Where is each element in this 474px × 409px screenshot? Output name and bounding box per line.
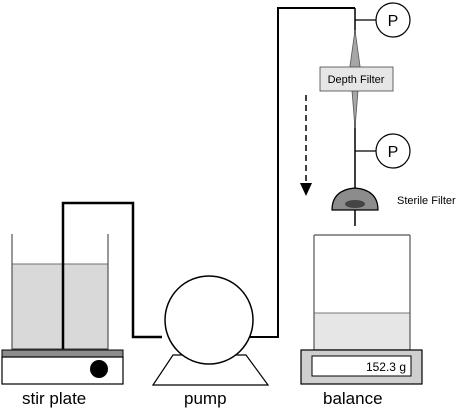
beaker [11,234,109,350]
stir-plate-knob [90,360,108,378]
sterile-filter-label: Sterile Filter [397,195,456,207]
depth-filter-label: Depth Filter [328,74,385,86]
stir-plate-top [1,349,124,358]
pump-head [164,275,254,365]
pump-base [151,354,270,386]
sterile-filter-cap [331,187,379,211]
pressure-gauge-bottom: P [375,133,411,169]
depth-filter: Depth Filter [319,66,394,92]
pump-label: pump [184,389,227,408]
balance-reading: 152.3 g [366,360,406,374]
flow-arrow-head [300,183,312,196]
depth-filter-box [319,66,394,92]
pressure-gauge-top: P [375,2,411,38]
gauge-bottom-icon [375,133,411,169]
balance-label: balance [323,389,383,408]
pump [151,275,270,386]
sterile-filter [331,187,379,226]
gauge-bottom-label: P [388,144,399,161]
sterile-filter-inlet [345,200,365,208]
inlet-tubing [61,201,162,349]
outlet-tubing [245,7,355,338]
collected-liquid [314,313,410,350]
gauge-top-label: P [388,13,399,30]
beaker-liquid [12,264,108,349]
gauge-top-icon [375,2,411,38]
beaker-wall [11,234,109,350]
stir-plate [1,349,124,385]
stir-plate-label: stir plate [22,389,86,408]
balance-display [311,355,412,377]
balance: 152.3 g [300,234,423,385]
